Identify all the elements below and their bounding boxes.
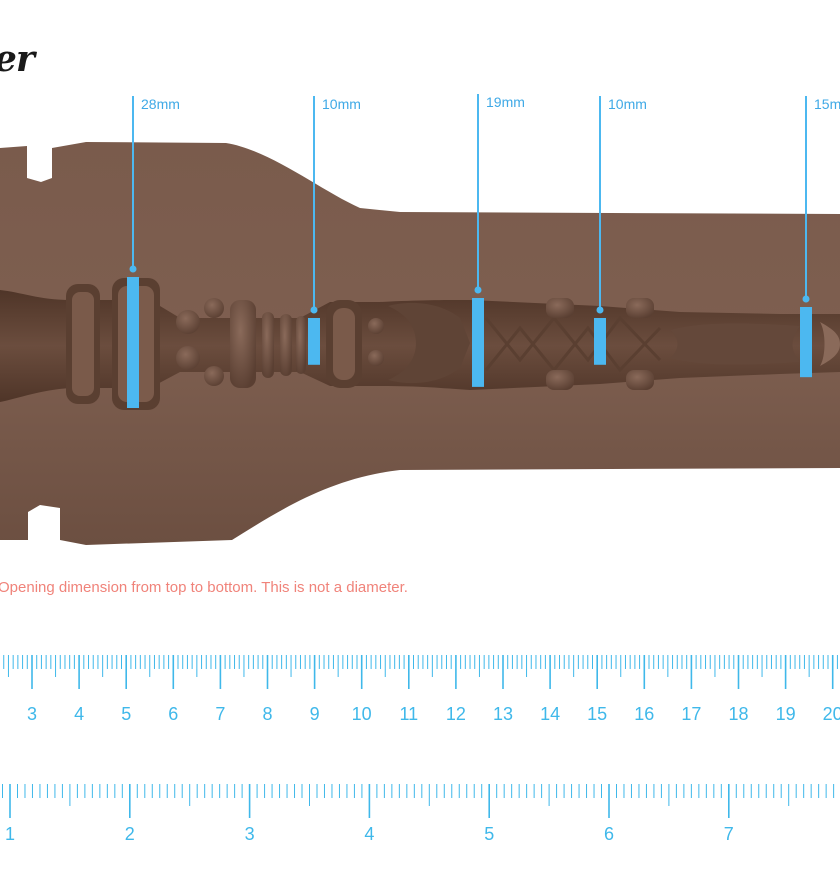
- tick-label: 1: [5, 824, 15, 844]
- tick-label: 11: [399, 704, 418, 724]
- measurement-1: 28mm: [127, 96, 180, 408]
- tick-label: 6: [168, 704, 178, 724]
- ruler-cm: 3 4 5 6 7 8 9 10 11 12 13 14 15 16 17 18 19 20: [3, 655, 840, 724]
- rear-bulb: [820, 322, 840, 366]
- measurement-3: 19mm: [472, 94, 525, 387]
- measurement-label: 10mm: [608, 96, 647, 112]
- tick-label: 18: [728, 704, 748, 724]
- tick-label: 5: [484, 824, 494, 844]
- tick-label: 19: [776, 704, 796, 724]
- tick-label: 4: [364, 824, 374, 844]
- tick-label: 7: [215, 704, 225, 724]
- opening-bar: [800, 307, 812, 378]
- tick-label: 17: [681, 704, 701, 724]
- lattice-knobs: [546, 298, 654, 390]
- tick-label: 13: [493, 704, 513, 724]
- tick-label: 12: [446, 704, 466, 724]
- measurement-label: 15mm: [814, 96, 840, 112]
- tick-label: 4: [74, 704, 84, 724]
- leader-dot: [310, 306, 318, 314]
- rear-canal: [670, 323, 800, 365]
- leader-dot: [802, 295, 810, 303]
- lattice-chamber: [484, 315, 662, 373]
- tick-label: 9: [310, 704, 320, 724]
- opening-bar: [127, 277, 139, 408]
- measurement-label: 28mm: [141, 96, 180, 112]
- leader-dot: [129, 265, 137, 273]
- tick-label: 2: [125, 824, 135, 844]
- measurement-2: 10mm: [308, 96, 361, 365]
- measurement-label: 19mm: [486, 94, 525, 110]
- dimension-note: Opening dimension from top to bottom. Th…: [0, 579, 408, 596]
- tick-label: 10: [352, 704, 372, 724]
- opening-bar: [308, 318, 320, 365]
- tick-label: 15: [587, 704, 607, 724]
- product-title: er: [0, 38, 35, 80]
- leader-dot: [474, 286, 482, 294]
- tick-label: 14: [540, 704, 560, 724]
- measurement-5: 15mm: [800, 96, 840, 378]
- leader-dot: [596, 306, 604, 314]
- tick-label: 8: [262, 704, 272, 724]
- measurement-label: 10mm: [322, 96, 361, 112]
- tick-label: 16: [634, 704, 654, 724]
- opening-bar: [594, 318, 606, 365]
- tick-label: 6: [604, 824, 614, 844]
- tick-label: 20: [823, 704, 840, 724]
- measurement-4: 10mm: [594, 96, 647, 365]
- tick-label: 3: [27, 704, 37, 724]
- tick-label: 7: [724, 824, 734, 844]
- ring-1-inner: [72, 292, 94, 396]
- measurement-markers: 28mm 10mm 19mm 10mm 15mm: [127, 94, 840, 408]
- tick-label: 3: [245, 824, 255, 844]
- ruler-in: 1 2 3 4 5 6 7: [2, 784, 835, 844]
- texture-bumps: [176, 298, 470, 388]
- tick-label: 5: [121, 704, 131, 724]
- opening-bar: [472, 298, 484, 387]
